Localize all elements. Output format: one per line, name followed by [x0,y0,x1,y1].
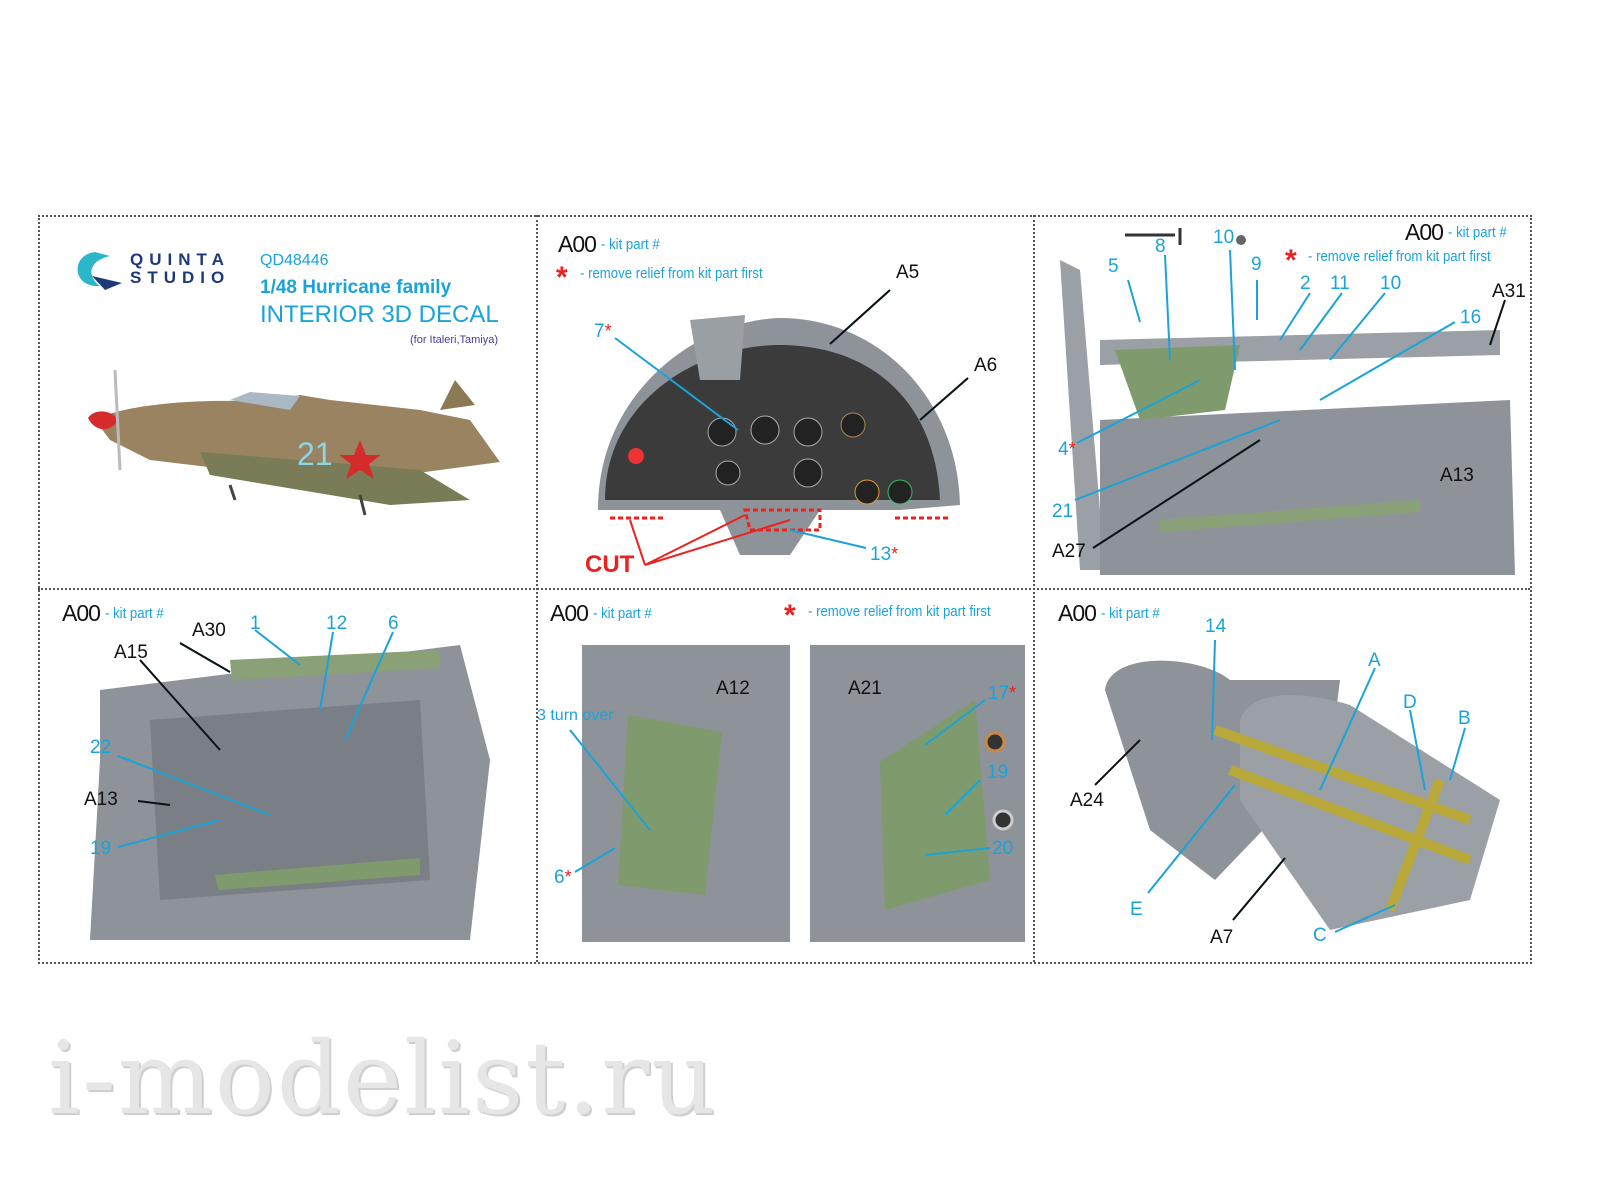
callout-number: 17 [988,683,1010,704]
star-mark: * [891,544,899,564]
star-mark: * [604,321,612,341]
callout: 6 [388,613,399,634]
callout: A31 [1492,281,1526,302]
callout: C [1313,925,1327,946]
callout: 22 [90,737,112,758]
callout: 9 [1251,254,1262,275]
callout: 2 [1300,273,1311,294]
callout: 4* [1058,440,1076,459]
callout-number: 13 [870,544,892,565]
callout: 13* [870,545,898,564]
callout: A13 [1440,465,1474,486]
callout: A6 [974,355,998,376]
callout: D [1403,692,1417,713]
compatibility-note: (for Italeri,Tamiya) [410,334,499,346]
callout: A24 [1070,790,1104,811]
legend-kit-part: - kit part # [593,605,652,622]
star-mark: * [1068,439,1076,459]
callout: A12 [716,678,750,699]
seat-harness-image [1094,639,1500,933]
legend-part-code: A00 [1058,600,1097,626]
product-code: QD48446 [260,252,329,269]
legend-kit-part: - kit part # [601,236,660,253]
cockpit-topview-image [90,629,490,940]
legend-kit-part: - kit part # [1448,224,1507,241]
legend-kit-part: - kit part # [1101,605,1160,622]
callout: 1 [250,613,261,634]
legend-part-code: A00 [550,600,589,626]
cockpit-frame-image [1060,228,1515,575]
divider [38,588,1530,590]
callout: 7* [594,322,612,341]
legend-star: * [1285,244,1297,277]
callout: 6* [554,868,572,887]
callout: 10 [1380,273,1402,294]
star-mark: * [1009,683,1017,703]
legend-part-code: A00 [62,600,101,626]
callout: A [1368,650,1381,671]
callout: 8 [1155,236,1166,257]
callout: 11 [1330,273,1350,294]
product-type: INTERIOR 3D DECAL [260,301,499,328]
legend-remove-relief: - remove relief from kit part first [808,603,991,620]
side-walls-image [569,645,1025,942]
callout: 21 [1052,501,1074,522]
callout: E [1130,899,1143,920]
callout: 20 [992,838,1014,859]
legend-part-code: A00 [1405,219,1444,245]
brand-line2: STUDIO [130,268,231,287]
legend-remove-relief: - remove relief from kit part first [1308,248,1491,265]
callout: A7 [1210,927,1234,948]
legend-kit-part: - kit part # [105,605,164,622]
callout: A21 [848,678,882,699]
legend-star: * [784,599,796,632]
callout: 12 [326,613,348,634]
svg-text:21: 21 [297,436,333,472]
brand-line1: QUINTA [130,250,230,269]
instrument-panel-image [598,289,969,566]
callout: 10 [1213,227,1235,248]
callout: 16 [1460,307,1482,328]
legend-part-code: A00 [558,231,597,257]
callout: 17* [988,684,1016,703]
callout: 19 [987,762,1009,783]
callout: B [1458,708,1471,729]
callout: 5 [1108,256,1119,277]
callout: 14 [1205,616,1227,637]
callout: 3 turn over [537,707,614,724]
callout-number: 4 [1058,439,1069,460]
quinta-logo-icon [77,252,122,290]
cut-label: CUT [585,551,635,578]
product-title: 1/48 Hurricane family [260,277,452,298]
star-mark: * [564,867,572,887]
callout-number: 6 [554,867,565,888]
callout: A15 [114,642,148,663]
callout: A30 [192,620,226,641]
callout: A13 [84,789,118,810]
legend-remove-relief: - remove relief from kit part first [580,265,763,282]
hurricane-aircraft-image: 21 [88,369,500,516]
callout: A27 [1052,541,1086,562]
callout-number: 7 [594,321,605,342]
watermark: i-modelist.ru [48,1020,718,1137]
legend-star: * [556,261,568,294]
callout: A5 [896,262,920,283]
callout: 19 [90,838,112,859]
